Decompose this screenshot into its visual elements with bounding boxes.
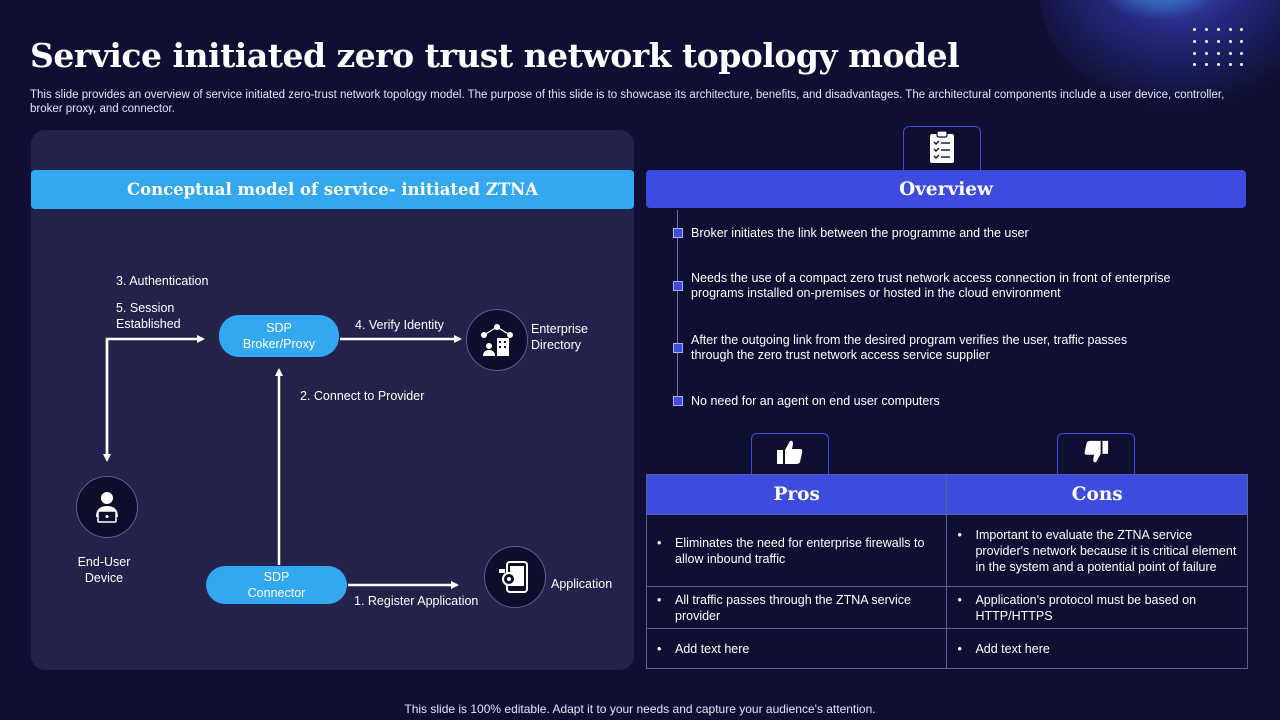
bullet-square	[673, 396, 683, 406]
con-text: Important to evaluate the ZTNA service p…	[975, 527, 1237, 574]
node-sdp-broker: SDP Broker/Proxy	[219, 315, 339, 357]
table-row: •All traffic passes through the ZTNA ser…	[645, 586, 1248, 629]
edge-label-session-line2: Established	[116, 317, 181, 331]
end-user-line1: End-User	[77, 555, 131, 569]
page-subtitle: This slide provides an overview of servi…	[30, 89, 1225, 115]
edge-label-authentication: 3. Authentication	[116, 274, 209, 288]
enterprise-directory-icon	[466, 309, 528, 371]
cons-header: Cons	[946, 474, 1248, 515]
edge-label-session-line1: 5. Session	[116, 301, 175, 315]
overview-item: No need for an agent on end user compute…	[673, 394, 1213, 409]
pros-header: Pros	[645, 474, 948, 515]
overview-header: Overview	[646, 170, 1246, 208]
node-sdp-broker-line1: SDP	[266, 321, 292, 335]
edge-label-verify-identity: 4. Verify Identity	[355, 318, 444, 332]
dot-grid-decoration	[1193, 28, 1243, 68]
con-cell: •Add text here	[946, 628, 1248, 669]
corner-glow-highlight	[1100, 0, 1220, 20]
table-row: •Add text here •Add text here	[645, 628, 1248, 669]
thumbs-up-icon	[776, 438, 804, 471]
overview-item: Broker initiates the link between the pr…	[673, 226, 1213, 241]
node-sdp-connector-line2: Connector	[247, 586, 306, 600]
bullet-square	[673, 281, 683, 291]
thumbs-down-icon	[1083, 439, 1109, 470]
pro-cell: •Eliminates the need for enterprise fire…	[645, 514, 948, 587]
application-icon	[484, 546, 546, 608]
overview-item-text: After the outgoing link from the desired…	[691, 333, 1128, 362]
con-cell: •Application's protocol must be based on…	[946, 586, 1248, 629]
page-footer: This slide is 100% editable. Adapt it to…	[404, 702, 876, 716]
overview-timeline-line	[677, 210, 678, 400]
node-sdp-connector-line1: SDP	[263, 570, 290, 584]
application-label: Application	[551, 577, 613, 591]
pro-text: Add text here	[675, 641, 750, 656]
enterprise-directory-line1: Enterprise	[531, 322, 588, 336]
overview-item-text: No need for an agent on end user compute…	[691, 394, 940, 408]
table-row: •Eliminates the need for enterprise fire…	[645, 514, 1248, 587]
cons-tab	[1057, 433, 1135, 475]
node-sdp-connector: SDP Connector	[206, 566, 347, 604]
pros-cons-table: Pros Cons •Eliminates the need for enter…	[645, 474, 1248, 669]
pro-cell: •Add text here	[645, 628, 948, 669]
pro-text: All traffic passes through the ZTNA serv…	[675, 592, 911, 623]
diagram-header: Conceptual model of service- initiated Z…	[31, 170, 634, 209]
edge-label-register-application: 1. Register Application	[354, 594, 479, 608]
overview-item-text: Needs the use of a compact zero trust ne…	[691, 271, 1171, 300]
bullet-square	[673, 343, 683, 353]
con-cell: •Important to evaluate the ZTNA service …	[946, 514, 1248, 587]
pros-tab	[751, 433, 829, 475]
checklist-icon	[929, 130, 955, 169]
page-title: Service initiated zero trust network top…	[30, 36, 960, 75]
bullet-square	[673, 228, 683, 238]
end-user-line2: Device	[84, 571, 124, 585]
overview-item-text: Broker initiates the link between the pr…	[691, 226, 1029, 240]
overview-item: After the outgoing link from the desired…	[673, 333, 1213, 363]
overview-tab	[903, 126, 981, 172]
pro-cell: •All traffic passes through the ZTNA ser…	[645, 586, 948, 629]
pro-text: Eliminates the need for enterprise firew…	[675, 535, 925, 566]
edge-label-connect-provider: 2. Connect to Provider	[300, 389, 425, 403]
enterprise-directory-line2: Directory	[531, 338, 582, 352]
node-sdp-broker-line2: Broker/Proxy	[242, 337, 316, 351]
con-text: Add text here	[975, 641, 1050, 656]
con-text: Application's protocol must be based on …	[975, 592, 1197, 623]
overview-item: Needs the use of a compact zero trust ne…	[673, 271, 1213, 301]
end-user-device-icon	[76, 476, 138, 538]
